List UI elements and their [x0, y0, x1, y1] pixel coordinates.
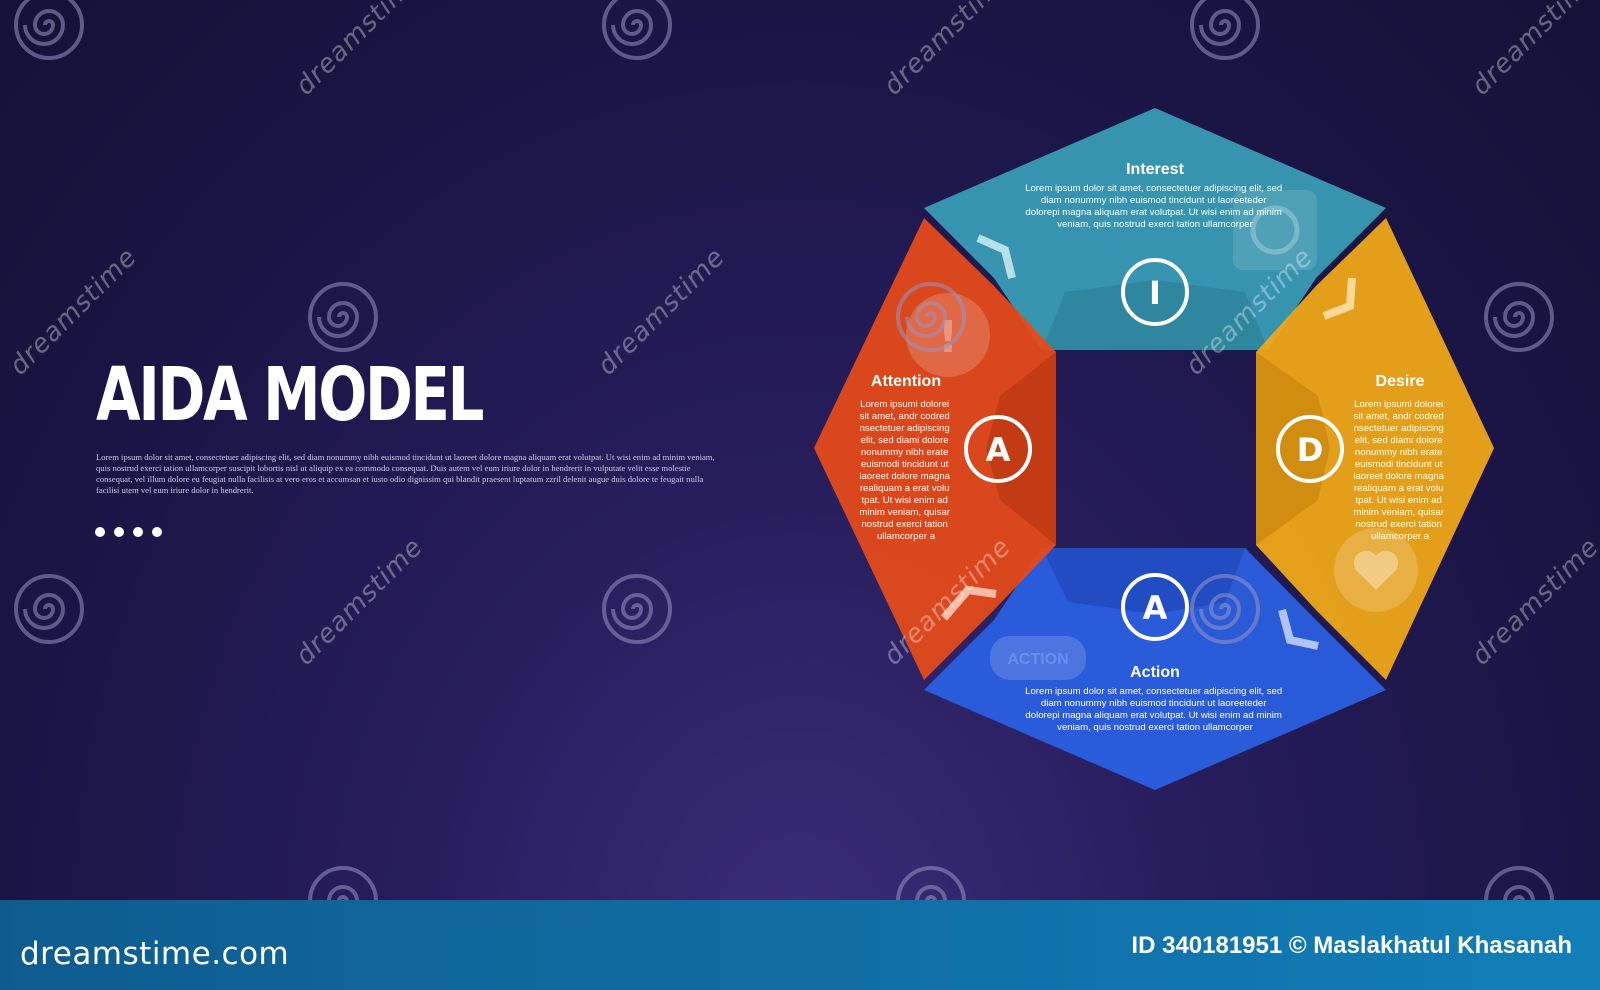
action-letter: A	[1143, 589, 1168, 627]
desire-body-line: euismodi tincidunt ut	[1355, 459, 1443, 470]
target-icon-ring	[1250, 205, 1300, 255]
attention-body-line: euismodi tincidunt ut	[861, 459, 949, 470]
attention-body-line: nonummy nibh erate	[861, 447, 948, 458]
segment-interest-bevel	[1042, 280, 1268, 350]
chevron-icon	[1322, 277, 1356, 320]
heart-icon-shape	[1353, 550, 1399, 590]
chevron-icon	[976, 234, 1016, 279]
interest-title: Interest	[1126, 161, 1184, 178]
desire-body-line: ullamcorper a	[1371, 531, 1430, 542]
interest-body-line: dolorepi magna aliquam erat volutpat. Ut…	[1025, 207, 1281, 218]
footer-credit: ID 340181951 © Maslakhatul Khasanah	[1131, 932, 1572, 959]
action-badge	[990, 636, 1086, 680]
dot	[152, 527, 162, 537]
desire-body-line: laoreet dolore magna	[1353, 471, 1444, 482]
segment-attention: ! Attention Lorem ipsumi dolorei sit ame…	[814, 218, 1056, 680]
desire-body-line: Lorem ipsumi dolorei	[1354, 399, 1443, 410]
svg-text:Lorem ipsumi dolorei s: Lorem ipsumi dolorei sit amet, andr codr…	[859, 399, 952, 542]
infographic-canvas: AIDA MODEL Lorem ipsum dolor sit amet, c…	[14, 0, 1554, 900]
segment-desire-bevel	[1256, 352, 1330, 545]
footer-bar: dreamstime.com ID 340181951 © Maslakhatu…	[0, 900, 1600, 990]
desire-body-line: nostrud exerci tation	[1355, 519, 1441, 530]
interest-body-line: veniam, quis nostrud exerci tation ullam…	[1057, 219, 1254, 230]
interest-body-line: diam nonummy nibh euismod tincidunt ut l…	[1041, 195, 1267, 206]
svg-text:Lorem ipsum dolor sit amet, co: Lorem ipsum dolor sit amet, consectetuer…	[1025, 686, 1285, 733]
chevron-icon	[940, 585, 997, 621]
attention-body-line: nostrud exerci tation	[861, 519, 947, 530]
dot	[114, 527, 124, 537]
action-body-line: Lorem ipsum dolor sit amet, consectetuer…	[1025, 686, 1282, 697]
action-body-line: dolorepi magna aliquam erat volutpat. Ut…	[1025, 710, 1281, 721]
target-icon	[1233, 190, 1317, 270]
heart-icon	[1334, 528, 1418, 612]
attention-body-line: Lorem ipsumi dolorei	[860, 399, 949, 410]
dot	[95, 527, 105, 537]
action-letter-badge	[1121, 573, 1189, 641]
attention-letter: A	[986, 431, 1011, 469]
attention-body-line: sit amet, andr codred	[860, 411, 950, 422]
segment-interest: Interest Lorem ipsum dolor sit amet, con…	[924, 108, 1386, 350]
action-title: Action	[1130, 664, 1180, 681]
attention-body-line: ullamcorper a	[877, 531, 936, 542]
segment-interest-shape	[924, 108, 1386, 350]
desire-body-line: nonummy nibh erate	[1355, 447, 1442, 458]
segment-desire-shape	[1256, 218, 1494, 680]
desire-body-line: nsectetuer adipiscing	[1354, 423, 1444, 434]
attention-body-line: realiquam a erat volu	[860, 483, 950, 494]
desire-body-line: sit amet, andr codred	[1354, 411, 1444, 422]
desire-body-line: minim veniam, quisar	[1353, 507, 1444, 518]
segment-attention-bevel	[986, 352, 1056, 545]
attention-letter-badge	[964, 415, 1032, 483]
desire-title: Desire	[1376, 373, 1425, 390]
attention-body-line: tpat. Ut wisi enim ad	[861, 495, 947, 506]
desire-letter-badge	[1276, 415, 1344, 483]
attention-body-line: minim veniam, quisar	[859, 507, 950, 518]
desire-body-line: realiquam a erat volu	[1354, 483, 1444, 494]
dot	[133, 527, 143, 537]
desire-body-line: elit, sed diami dolore	[1355, 435, 1443, 446]
segment-attention-shape	[814, 218, 1056, 680]
desire-body-line: tpat. Ut wisi enim ad	[1355, 495, 1441, 506]
action-body-line: veniam, quis nostrud exerci tation ullam…	[1057, 722, 1254, 733]
action-badge-text: ACTION	[1007, 651, 1068, 668]
interest-body-line: Lorem ipsum dolor sit amet, consectetuer…	[1025, 183, 1282, 194]
segment-desire: Desire Lorem ipsumi dolorei sit amet, an…	[1256, 218, 1494, 680]
interest-letter: I	[1149, 274, 1161, 312]
segment-action-shape	[924, 548, 1386, 790]
chevron-icon	[1278, 608, 1319, 650]
desire-letter: D	[1297, 431, 1324, 469]
attention-body-line: elit, sed diami dolore	[861, 435, 949, 446]
attention-body-line: nsectetuer adipiscing	[860, 423, 950, 434]
aida-diagram: Interest Lorem ipsum dolor sit amet, con…	[814, 108, 1494, 790]
interest-letter-badge	[1121, 258, 1189, 326]
attention-body-line: laoreet dolore magna	[859, 471, 950, 482]
alert-icon-glyph: !	[938, 312, 958, 363]
intro-description: Lorem ipsum dolor sit amet, consectetuer…	[96, 452, 715, 495]
pagination-dots	[95, 527, 162, 537]
svg-text:Lorem ipsum dolor sit amet, co: Lorem ipsum dolor sit amet, consectetuer…	[1025, 183, 1285, 230]
action-body-line: diam nonummy nibh euismod tincidunt ut l…	[1041, 698, 1267, 709]
svg-text:Lorem ipsumi dolorei s: Lorem ipsumi dolorei sit amet, andr codr…	[1353, 399, 1446, 542]
attention-title: Attention	[871, 373, 941, 390]
page-title: AIDA MODEL	[96, 352, 484, 438]
footer-logo: dreamstime.com	[20, 936, 290, 972]
